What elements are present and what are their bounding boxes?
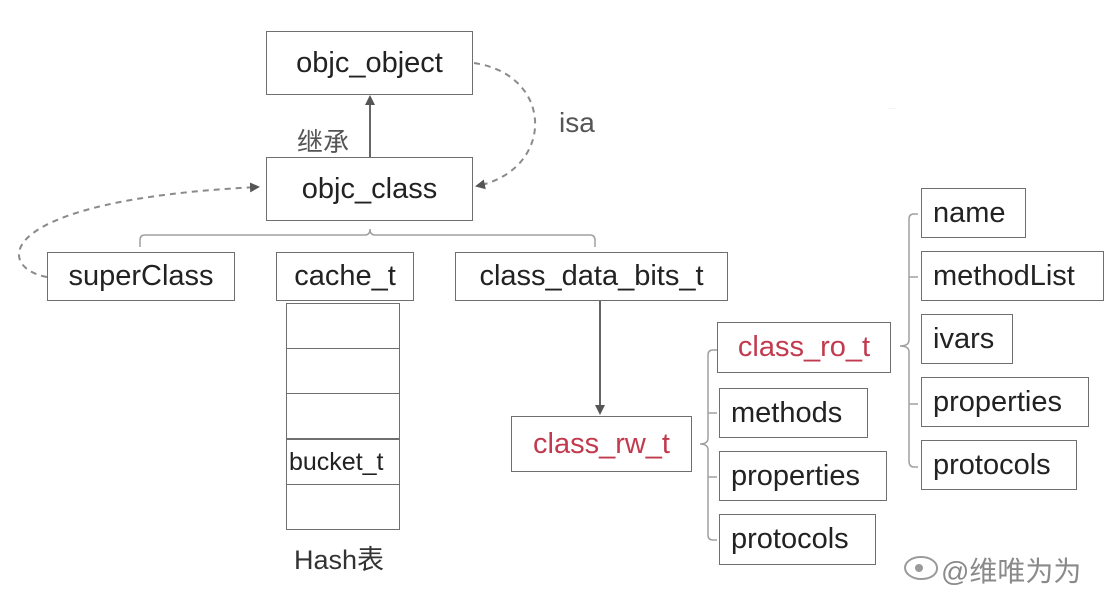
bucket-t-label: bucket_t (289, 447, 384, 476)
rw-methods-label: methods (731, 396, 843, 429)
weibo-logo-icon (904, 556, 938, 580)
objc-class-brace (139, 228, 596, 247)
ro-properties-box: properties (921, 377, 1089, 427)
class-data-bits-t-box: class_data_bits_t (455, 252, 728, 301)
class-ro-t-box: class_ro_t (717, 322, 891, 373)
hash-cell-bucket: bucket_t (286, 439, 400, 485)
rw-protocols-box: protocols (719, 514, 876, 565)
class-rw-t-box: class_rw_t (511, 416, 692, 472)
rw-protocols-label: protocols (731, 523, 849, 555)
ro-bracket (899, 213, 918, 468)
class-ro-t-label: class_ro_t (737, 331, 871, 363)
objc-object-label: objc_object (296, 46, 443, 79)
ro-properties-label: properties (933, 385, 1062, 418)
rw-bracket (699, 349, 717, 541)
ro-ivars-box: ivars (921, 314, 1013, 364)
hash-cell (286, 485, 400, 530)
faint-watermark: ... (888, 101, 896, 111)
rw-properties-box: properties (719, 451, 887, 501)
isa-label: isa (559, 107, 595, 138)
objc-class-box: objc_class (266, 157, 473, 221)
ro-ivars-label: ivars (933, 322, 995, 355)
rw-methods-box: methods (719, 388, 868, 438)
isa-dashed-arrow (473, 62, 536, 190)
ro-name-box: name (921, 188, 1026, 238)
ro-protocols-box: protocols (921, 440, 1077, 490)
cache-t-label: cache_t (294, 260, 396, 292)
hash-cell (286, 394, 400, 439)
inherit-label: 继承 (297, 127, 350, 157)
watermark-text: @维唯为为 (941, 556, 1082, 587)
class-rw-t-label: class_rw_t (533, 427, 670, 460)
objc-class-label: objc_class (301, 172, 438, 205)
hash-cell (286, 303, 400, 349)
superclass-box: superClass (47, 252, 235, 301)
ro-methodlist-label: methodList (933, 259, 1075, 292)
hash-cell (286, 349, 400, 394)
rw-properties-label: properties (731, 459, 860, 492)
objc-object-box: objc_object (266, 31, 473, 95)
ro-name-label: name (933, 196, 1006, 229)
ro-protocols-label: protocols (933, 448, 1051, 481)
ro-methodlist-box: methodList (921, 251, 1104, 301)
superclass-label: superClass (68, 260, 214, 292)
cache-t-box: cache_t (276, 252, 414, 301)
class-data-bits-t-label: class_data_bits_t (479, 260, 704, 292)
hash-table-label: Hash表 (294, 545, 385, 575)
